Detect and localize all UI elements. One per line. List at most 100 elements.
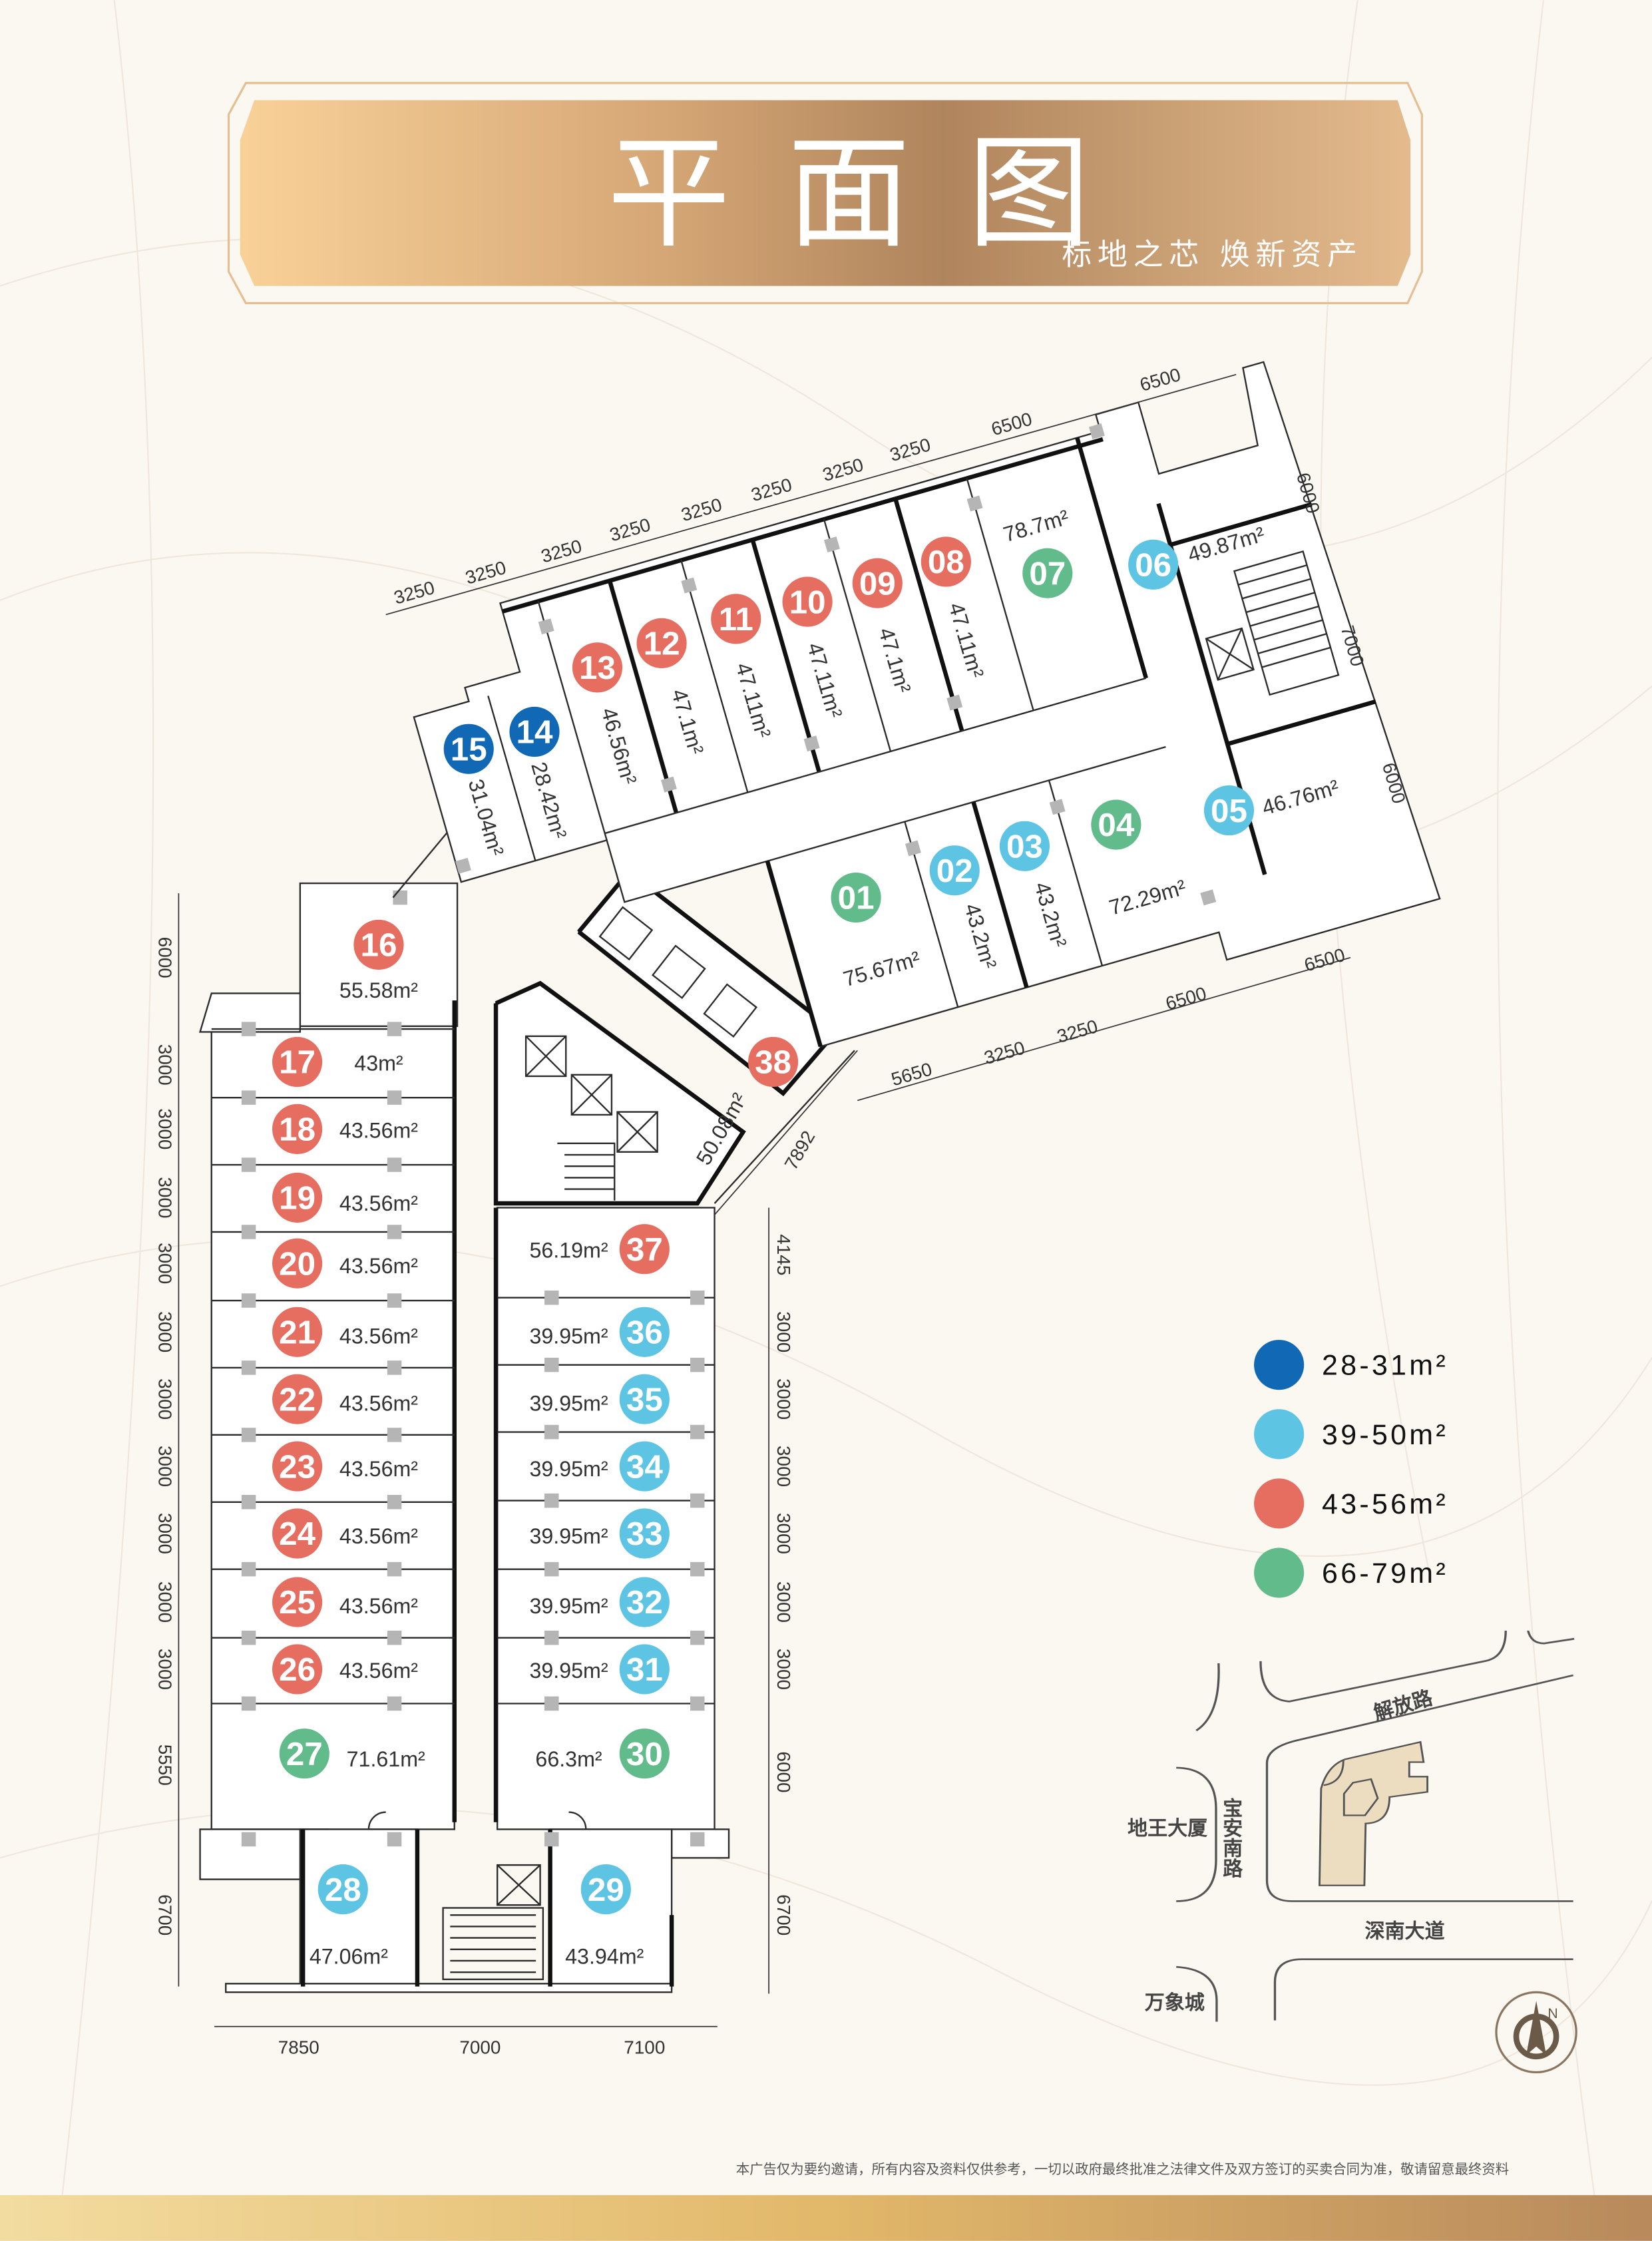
unit-badge	[272, 1307, 323, 1357]
dimension-label: 3250	[538, 536, 584, 567]
unit-badge	[279, 1729, 329, 1779]
column	[387, 1090, 402, 1105]
landmark-mixc: 万象城	[1145, 1991, 1205, 2015]
unit-37[interactable]: 37 56.19m²	[529, 1224, 670, 1275]
unit-area: 43.56m²	[339, 1191, 418, 1215]
road-line	[1265, 1674, 1574, 1902]
unit-badge	[1203, 785, 1255, 836]
unit-area: 55.58m²	[339, 978, 418, 1002]
unit-badge	[272, 1577, 323, 1627]
column	[241, 1225, 256, 1239]
column	[387, 1225, 402, 1239]
unit-badge	[619, 1374, 670, 1424]
unit-badge	[272, 1104, 323, 1154]
dimension-label: 3000	[154, 1378, 175, 1420]
unit-number: 38	[755, 1044, 791, 1081]
column	[690, 1424, 705, 1440]
dimension-label: 3250	[463, 557, 509, 588]
dimension-label: 3000	[154, 1243, 175, 1284]
unit-area: 71.61m²	[347, 1747, 425, 1771]
column	[690, 1493, 705, 1508]
unit-number: 22	[279, 1381, 315, 1418]
unit-badge	[831, 872, 881, 923]
unit-number: 01	[838, 880, 875, 917]
unit-number: 12	[644, 626, 680, 662]
column	[241, 1561, 256, 1577]
unit-badge	[1091, 799, 1141, 850]
dimension-label: 6700	[154, 1894, 175, 1935]
unit-badge	[747, 1036, 799, 1088]
dimension-label: 3000	[773, 1311, 794, 1352]
unit-number: 02	[936, 853, 973, 889]
unit-number: 20	[279, 1245, 315, 1282]
legend-item-66-79: 66-79m²	[1254, 1547, 1446, 1598]
legend-swatch	[1254, 1409, 1305, 1460]
unit-number: 18	[279, 1112, 315, 1148]
column	[241, 1696, 256, 1711]
unit-badge	[636, 618, 687, 668]
unit-number: 04	[1098, 807, 1134, 843]
column	[544, 1561, 559, 1577]
column	[544, 1832, 559, 1847]
unit-badge	[999, 821, 1050, 871]
north-compass-icon: N	[1495, 1991, 1577, 2074]
column	[241, 1631, 256, 1645]
unit-area: 56.19m²	[529, 1239, 608, 1263]
page-subtitle: 标地之芯 焕新资产	[1062, 236, 1362, 272]
unit-number: 28	[325, 1872, 361, 1908]
unit-badge	[272, 1441, 323, 1492]
unit-number: 15	[451, 731, 487, 767]
legend-item-28-31: 28-31m²	[1254, 1340, 1448, 1390]
column	[387, 1022, 402, 1036]
unit-number: 30	[626, 1736, 663, 1772]
location-map: 解放路 宝安南路 深南大道 地王大厦 万象城	[1128, 1630, 1575, 2022]
dimension-label: 3000	[773, 1649, 794, 1690]
unit-number: 37	[626, 1231, 663, 1268]
unit-number: 34	[626, 1448, 663, 1485]
unit-badge	[921, 536, 971, 587]
unit-badge	[619, 1307, 670, 1357]
unit-area: 43.56m²	[339, 1457, 418, 1481]
column	[387, 1293, 402, 1308]
unit-badge	[353, 919, 404, 970]
unit-area: 39.95m²	[529, 1391, 608, 1415]
unit-badge	[272, 1036, 323, 1088]
legend-swatch	[1254, 1340, 1305, 1390]
column	[241, 1832, 256, 1847]
column	[241, 1022, 256, 1036]
legend-label: 28-31m²	[1322, 1350, 1448, 1382]
column	[241, 1157, 256, 1172]
unit-badge	[272, 1508, 323, 1559]
column	[241, 1090, 256, 1105]
unit-number: 36	[626, 1314, 663, 1350]
dimension-label: 3000	[154, 1649, 175, 1690]
unit-badge	[619, 1224, 670, 1275]
unit-number: 06	[1135, 546, 1171, 583]
road-line	[1176, 1766, 1217, 1902]
dimension-label: 3000	[773, 1446, 794, 1487]
dimension-label: 7100	[624, 2037, 665, 2058]
dimension-label: 3000	[773, 1378, 794, 1420]
